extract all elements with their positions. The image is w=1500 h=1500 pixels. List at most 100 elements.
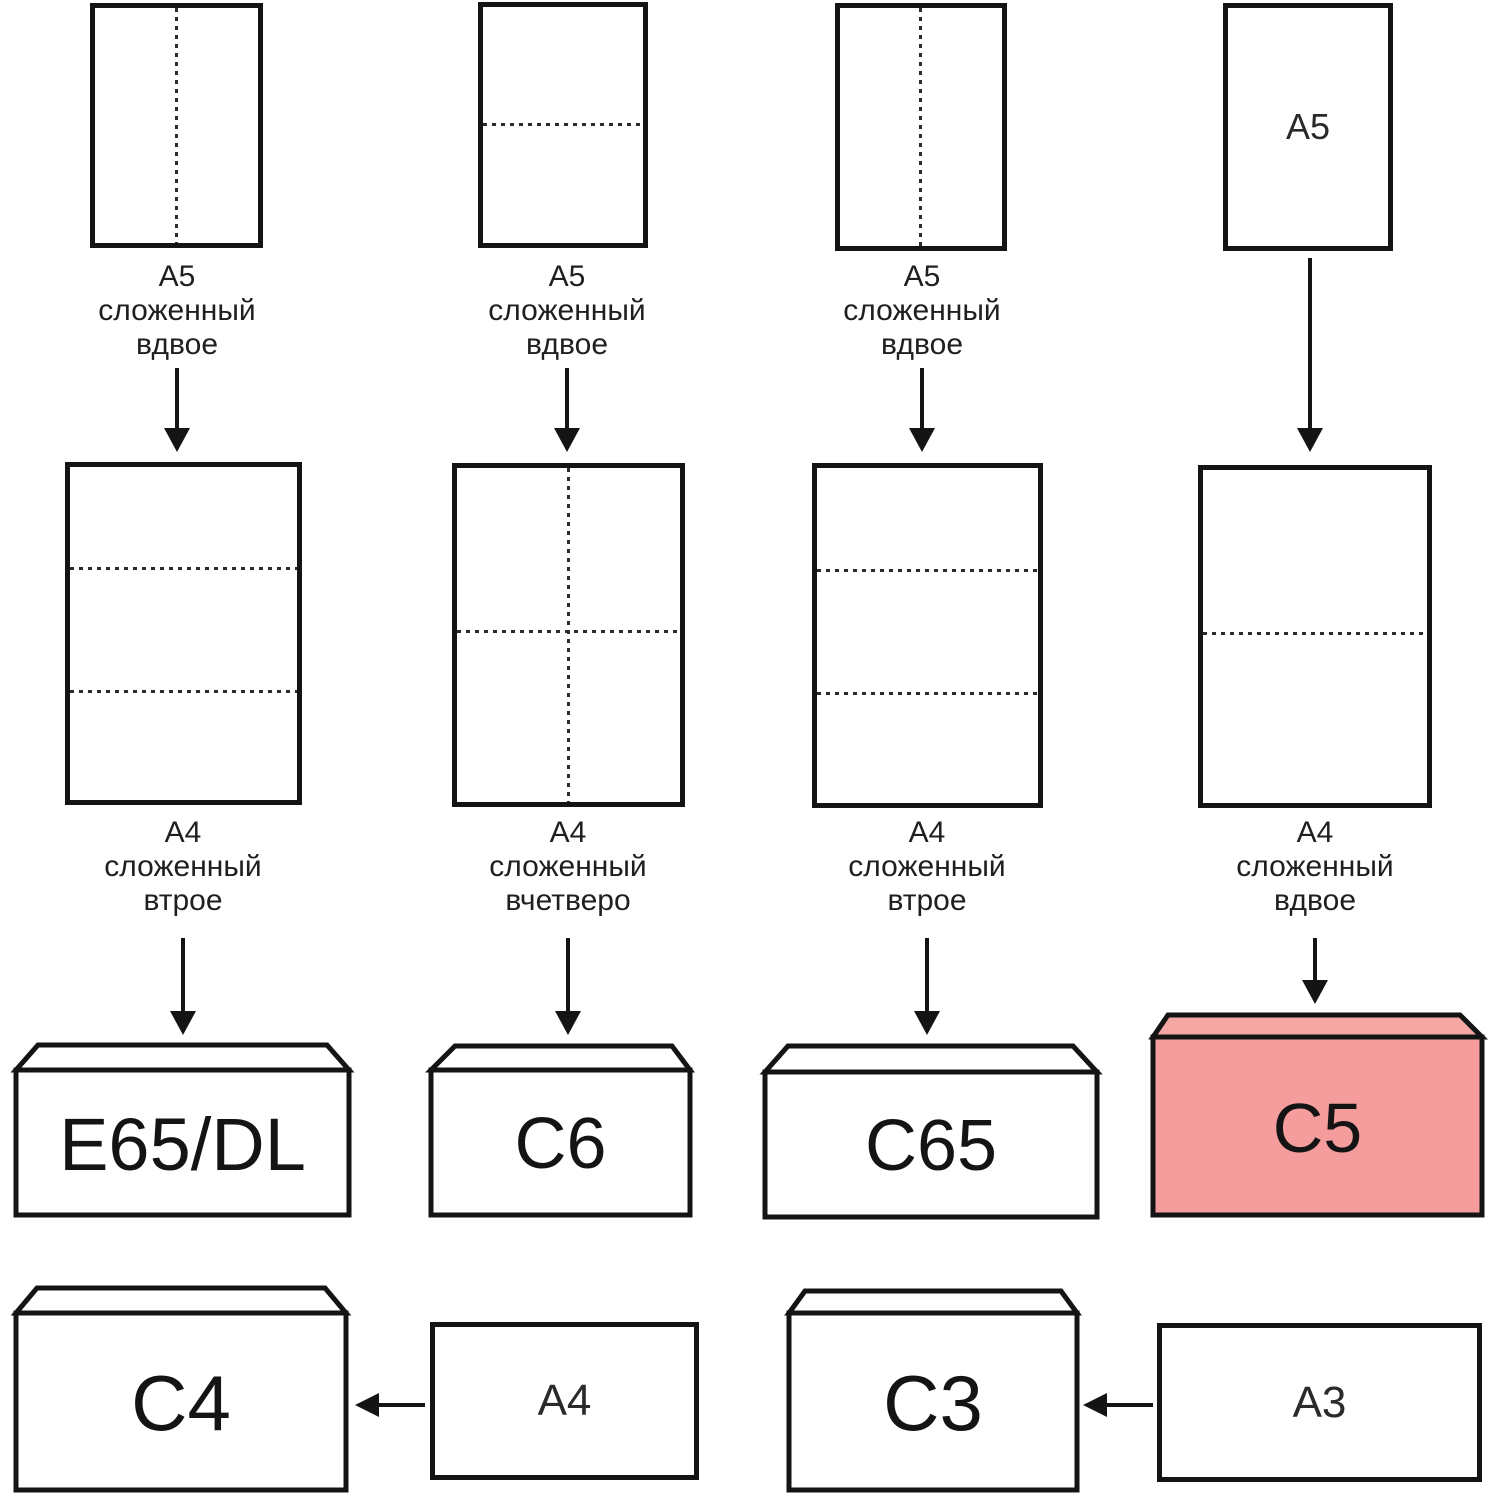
envelope-body xyxy=(13,1310,349,1493)
envelope-flap xyxy=(10,1285,352,1316)
sheet-a4-col2 xyxy=(452,463,685,807)
envelope-shape xyxy=(10,1285,352,1493)
fold-line-horizontal xyxy=(817,568,1038,572)
arrow-head xyxy=(909,428,935,452)
arrow-shaft xyxy=(565,368,569,432)
envelope-shape xyxy=(759,1043,1103,1220)
caption-line: A5 xyxy=(903,260,941,293)
envelope-flap xyxy=(10,1042,355,1073)
caption-line: A4 xyxy=(549,816,587,849)
caption-line: вдвое xyxy=(1273,884,1357,917)
envelope-label: C4 xyxy=(131,1358,231,1447)
caption-line: вчетверо xyxy=(505,884,631,917)
sheet-label: A4 xyxy=(537,1376,592,1425)
left-arrow xyxy=(355,1391,425,1419)
caption-line: вдвое xyxy=(135,328,219,361)
arrow-shaft xyxy=(1101,1403,1153,1407)
sheet-a4-col3 xyxy=(812,463,1043,808)
envelope-flap xyxy=(759,1043,1103,1075)
envelope-e65dl: E65/DL xyxy=(10,1042,355,1218)
envelope-body xyxy=(1150,1034,1485,1218)
down-arrow xyxy=(163,368,191,452)
caption-a4-col1: A4 сложенный втрое xyxy=(43,816,323,918)
envelope-label: C3 xyxy=(883,1358,983,1447)
envelope-c3: C3 xyxy=(784,1288,1082,1493)
fold-line-vertical xyxy=(174,8,178,243)
caption-line: сложенный xyxy=(1236,850,1394,883)
arrow-head xyxy=(1302,980,1328,1004)
caption-a4-col2: A4 сложенный вчетверо xyxy=(428,816,708,918)
sheet-a3-bottom: A3 xyxy=(1157,1323,1482,1482)
arrow-shaft xyxy=(925,938,929,1015)
fold-line-horizontal xyxy=(70,566,297,570)
envelope-flap xyxy=(1148,1012,1489,1040)
caption-line: A5 xyxy=(158,260,196,293)
envelope-label: C6 xyxy=(514,1104,607,1184)
arrow-shaft xyxy=(566,938,570,1015)
caption-line: A4 xyxy=(908,816,946,849)
caption-line: сложенный xyxy=(98,294,256,327)
caption-line: сложенный xyxy=(848,850,1006,883)
envelope-label: C65 xyxy=(864,1106,998,1186)
envelope-flap xyxy=(424,1043,695,1073)
envelope-c65: C65 xyxy=(759,1043,1103,1220)
arrow-shaft xyxy=(181,938,185,1015)
arrow-shaft xyxy=(175,368,179,432)
fold-line-horizontal xyxy=(817,692,1038,696)
envelope-label: C5 xyxy=(1272,1088,1363,1167)
envelope-c6: C6 xyxy=(424,1043,695,1218)
down-arrow xyxy=(169,938,197,1035)
caption-a5-col2: A5 сложенный вдвое xyxy=(437,260,697,362)
caption-line: A4 xyxy=(1296,816,1334,849)
sheet-a4-col4 xyxy=(1198,465,1432,808)
fold-line-horizontal xyxy=(70,690,297,694)
sheet-a5-col2 xyxy=(478,2,648,248)
down-arrow xyxy=(1296,258,1324,452)
caption-line: втрое xyxy=(143,884,223,917)
envelope-shape xyxy=(784,1288,1082,1493)
sheet-label: A3 xyxy=(1292,1377,1347,1427)
down-arrow xyxy=(554,938,582,1035)
envelope-shape xyxy=(424,1043,695,1218)
envelope-body xyxy=(762,1069,1100,1220)
arrow-shaft xyxy=(373,1403,425,1407)
sheet-a4-col1 xyxy=(65,462,302,805)
arrow-head xyxy=(1083,1393,1107,1417)
caption-line: сложенный xyxy=(488,294,646,327)
arrow-head xyxy=(1297,428,1323,452)
caption-line: A5 xyxy=(548,260,586,293)
envelope-label: E65/DL xyxy=(59,1102,306,1186)
sheet-a5-col1 xyxy=(90,3,263,248)
caption-a5-col3: A5 сложенный вдвое xyxy=(792,260,1052,362)
arrow-head xyxy=(555,1011,581,1035)
arrow-head xyxy=(554,428,580,452)
envelope-c5: C5 xyxy=(1148,1012,1489,1218)
envelope-shape xyxy=(1148,1012,1489,1218)
arrow-shaft xyxy=(1313,938,1317,984)
caption-line: вдвое xyxy=(525,328,609,361)
fold-line-horizontal xyxy=(1203,631,1427,635)
fold-line-vertical xyxy=(919,8,922,246)
caption-line: A4 xyxy=(164,816,202,849)
down-arrow xyxy=(913,938,941,1035)
sheet-a5-col3 xyxy=(835,3,1007,251)
envelope-body xyxy=(786,1310,1080,1493)
down-arrow xyxy=(1301,938,1329,1004)
fold-line-vertical xyxy=(566,468,570,802)
envelope-body xyxy=(428,1067,693,1218)
sheet-a4-bottom: A4 xyxy=(430,1322,699,1480)
arrow-head xyxy=(170,1011,196,1035)
envelope-c4: C4 xyxy=(10,1285,352,1493)
caption-a5-col1: A5 сложенный вдвое xyxy=(47,260,307,362)
caption-a4-col4: A4 сложенный вдвое xyxy=(1175,816,1455,918)
caption-line: вдвое xyxy=(880,328,964,361)
envelope-shape xyxy=(10,1042,355,1218)
sheet-label: A5 xyxy=(1285,106,1331,147)
arrow-shaft xyxy=(920,368,924,432)
left-arrow xyxy=(1083,1391,1153,1419)
caption-line: втрое xyxy=(887,884,967,917)
caption-a4-col3: A4 сложенный втрое xyxy=(787,816,1067,918)
down-arrow xyxy=(908,368,936,452)
arrow-head xyxy=(914,1011,940,1035)
